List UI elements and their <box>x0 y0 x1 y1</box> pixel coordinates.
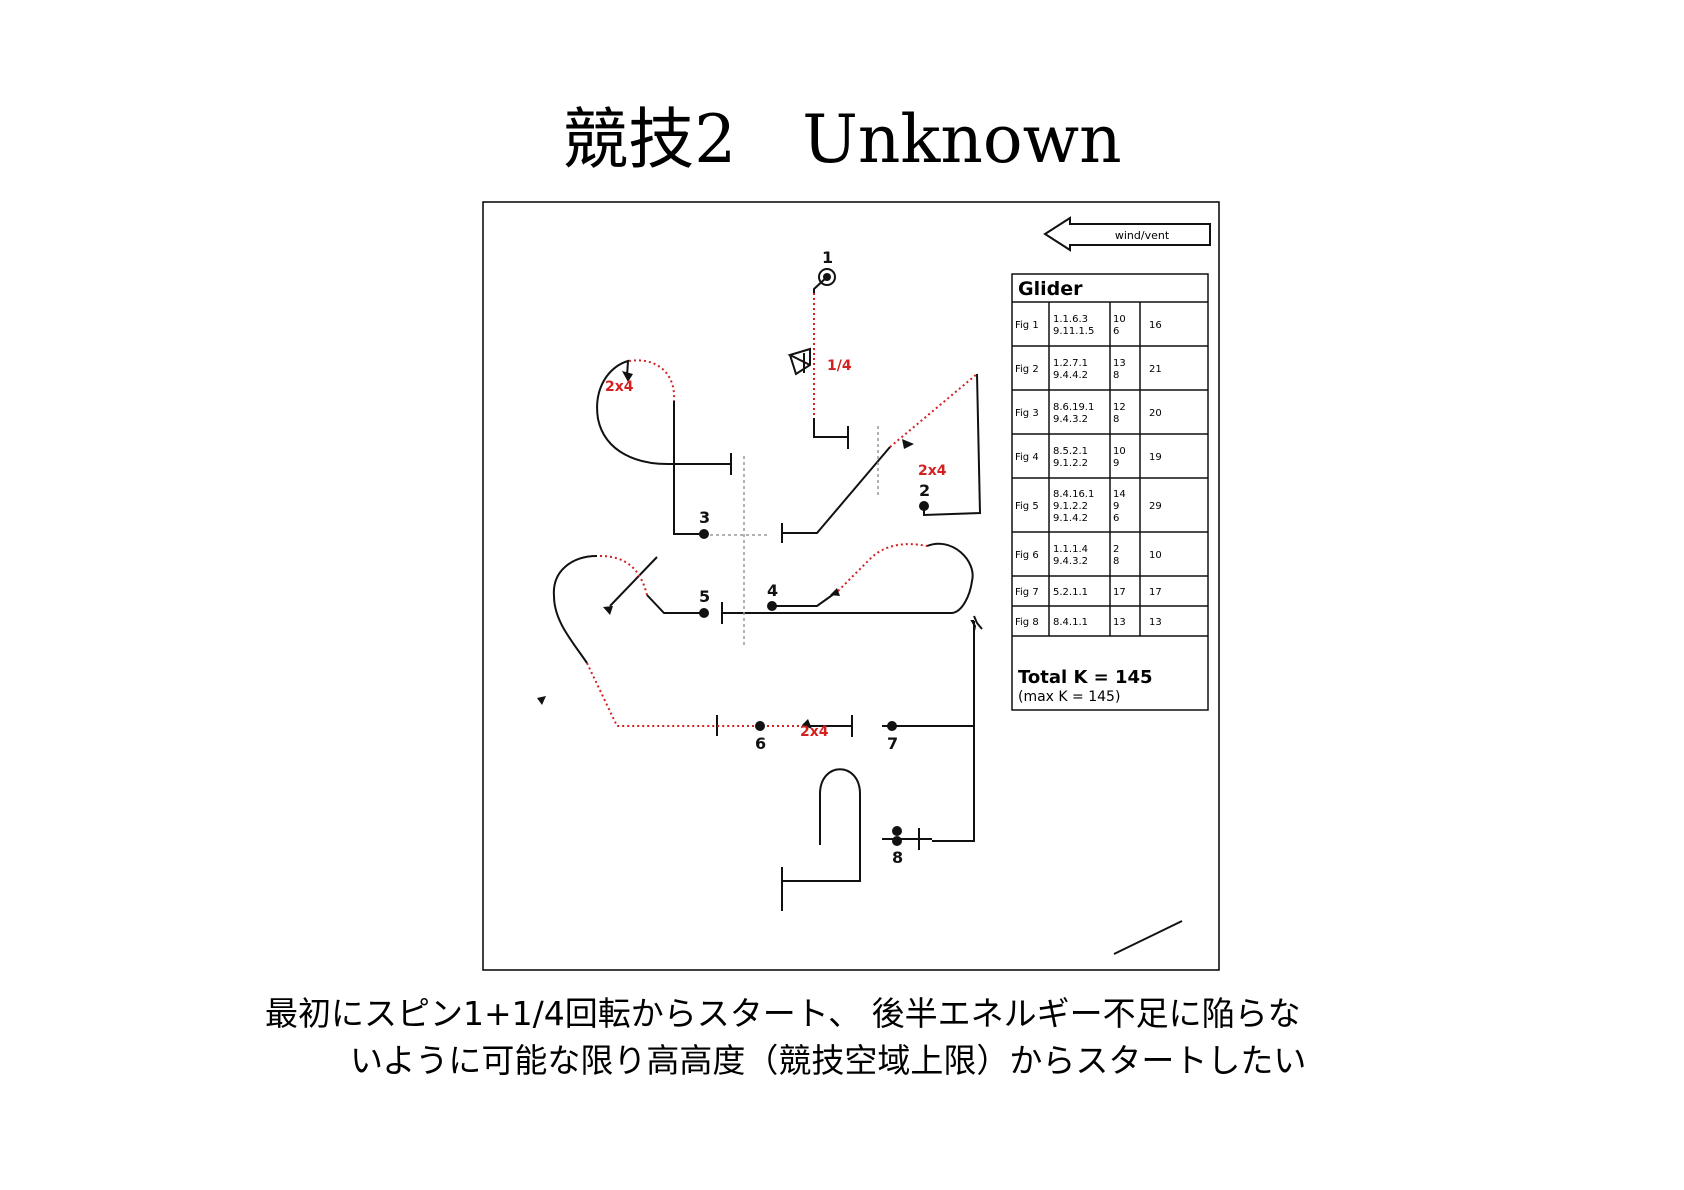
roll-segments <box>586 293 978 727</box>
row-k-part: 6 <box>1113 326 1119 337</box>
fig3-vertical <box>673 401 704 535</box>
row-k-part: 13 <box>1113 358 1126 369</box>
row-code: 9.4.3.2 <box>1053 556 1088 567</box>
fig8-vertical <box>932 726 975 842</box>
roll-label-fig2: 2x4 <box>918 463 947 479</box>
row-code: 8.6.19.1 <box>1053 402 1094 413</box>
fig-number-1: 1 <box>822 248 833 267</box>
row-k-total: 10 <box>1149 550 1162 561</box>
row-k-part: 10 <box>1113 446 1126 457</box>
wind-label: wind/vent <box>1115 229 1170 242</box>
row-code: 9.4.3.2 <box>1053 414 1088 425</box>
spin-flag <box>787 347 811 376</box>
wind-arrow: wind/vent <box>1043 216 1211 252</box>
fig-number-2: 2 <box>919 481 930 500</box>
roll-annotations: 1/4 2x4 2x4 2x4 <box>605 358 947 740</box>
row-k-part: 2 <box>1113 544 1119 555</box>
max-k: (max K = 145) <box>1018 689 1120 705</box>
row-k-part: 8 <box>1113 370 1119 381</box>
fig7-tail <box>970 620 977 632</box>
row-code: 9.1.4.2 <box>1053 513 1088 524</box>
row-k-total: 16 <box>1149 320 1162 331</box>
direction-arrows <box>537 371 914 729</box>
row-code: 8.5.2.1 <box>1053 446 1088 457</box>
fig2-line-up <box>782 446 891 534</box>
fig-number-3: 3 <box>699 508 710 527</box>
row-fig-label: Fig 4 <box>1015 452 1039 463</box>
row-code: 8.4.16.1 <box>1053 489 1094 500</box>
fig4-start <box>772 590 839 607</box>
row-code: 5.2.1.1 <box>1053 587 1088 598</box>
fig1-entry-line <box>813 276 828 293</box>
roll-label-fig3: 2x4 <box>605 379 634 395</box>
row-code: 1.1.6.3 <box>1053 314 1088 325</box>
row-code: 9.11.1.5 <box>1053 326 1094 337</box>
fig3-loop <box>596 359 673 466</box>
row-k-total: 29 <box>1149 501 1162 512</box>
fig5-loop <box>552 555 598 664</box>
row-code: 1.2.7.1 <box>1053 358 1088 369</box>
fig7-hook <box>973 615 983 630</box>
fig-number-8: 8 <box>892 848 903 867</box>
row-code: 8.4.1.1 <box>1053 617 1088 628</box>
row-k-total: 17 <box>1149 587 1162 598</box>
row-k-total: 13 <box>1149 617 1162 628</box>
aerobatic-sequence-diagram: wind/vent <box>482 201 1220 971</box>
row-k-total: 21 <box>1149 364 1162 375</box>
row-k-part: 9 <box>1113 458 1119 469</box>
row-k-total: 19 <box>1149 452 1162 463</box>
row-fig-label: Fig 7 <box>1015 587 1039 598</box>
diagram-corner-mark <box>1113 920 1183 955</box>
fig5-exit <box>646 594 704 614</box>
fig2-roll-line <box>889 373 978 448</box>
figure-number-labels: 1 2 3 4 5 6 7 8 <box>699 248 930 867</box>
row-code: 9.1.2.2 <box>1053 501 1088 512</box>
row-fig-label: Fig 5 <box>1015 501 1039 512</box>
glider-table-heading: Glider <box>1018 278 1083 300</box>
fig-number-7: 7 <box>887 734 898 753</box>
row-fig-label: Fig 8 <box>1015 617 1039 628</box>
fig4-loop <box>722 542 974 614</box>
slide-title: 競技2 Unknown <box>562 101 1122 178</box>
row-fig-label: Fig 2 <box>1015 364 1039 375</box>
roll-label-fig6: 2x4 <box>800 724 829 740</box>
box-center-marks <box>704 426 879 646</box>
caption-line-1: 最初にスピン1+1/4回転からスタート、 後半エネルギー不足に陥らな <box>265 994 1301 1033</box>
row-k-part: 9 <box>1113 501 1119 512</box>
spin-label: 1/4 <box>827 358 852 374</box>
row-code: 9.1.2.2 <box>1053 458 1088 469</box>
row-k-part: 10 <box>1113 314 1126 325</box>
fig-number-5: 5 <box>699 587 710 606</box>
row-k-part: 17 <box>1113 587 1126 598</box>
row-fig-label: Fig 3 <box>1015 408 1039 419</box>
figure-dots <box>699 268 929 846</box>
fig1-exit-line <box>813 418 848 438</box>
caption-line-2: いように可能な限り高高度（競技空域上限）からスタートしたい <box>350 1041 1307 1080</box>
total-k: Total K = 145 <box>1018 667 1153 688</box>
fig-number-4: 4 <box>767 581 778 600</box>
fig5-arc-top <box>609 556 658 607</box>
row-code: 9.4.4.2 <box>1053 370 1088 381</box>
row-k-part: 12 <box>1113 402 1126 413</box>
row-k-part: 14 <box>1113 489 1126 500</box>
row-k-part: 6 <box>1113 513 1119 524</box>
fig5-roll-arc <box>599 555 648 596</box>
fig8-loop <box>819 768 861 845</box>
row-fig-label: Fig 6 <box>1015 550 1039 561</box>
fig8-exit <box>782 845 861 882</box>
row-code: 1.1.1.4 <box>1053 544 1088 555</box>
row-k-part: 13 <box>1113 617 1126 628</box>
row-fig-label: Fig 1 <box>1015 320 1039 331</box>
row-k-total: 20 <box>1149 408 1162 419</box>
fig-number-6: 6 <box>755 734 766 753</box>
row-k-part: 8 <box>1113 556 1119 567</box>
row-k-part: 8 <box>1113 414 1119 425</box>
